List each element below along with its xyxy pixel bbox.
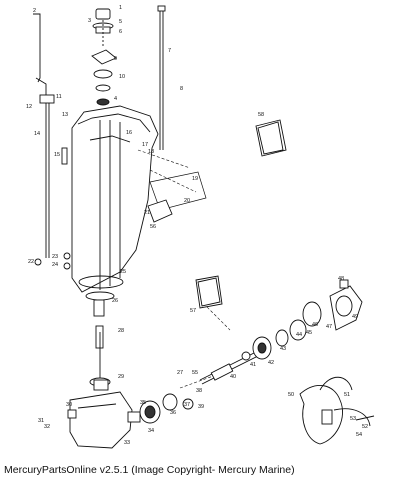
part-callout-39: 39 bbox=[198, 404, 204, 410]
part-callout-17: 17 bbox=[142, 142, 148, 148]
lower-gearcase[interactable] bbox=[67, 391, 133, 449]
part-callout-26: 26 bbox=[112, 298, 118, 304]
fasteners-left[interactable] bbox=[34, 147, 71, 270]
part-callout-5: 5 bbox=[119, 19, 122, 25]
reference-lines bbox=[137, 149, 231, 389]
part-callout-37: 37 bbox=[184, 402, 190, 408]
part-callout-36: 36 bbox=[170, 410, 176, 416]
part-callout-51: 51 bbox=[344, 392, 350, 398]
image-caption: MercuryPartsOnline v2.5.1 (Image Copyrig… bbox=[4, 464, 295, 476]
part-callout-41: 41 bbox=[250, 362, 256, 368]
part-callout-3: 3 bbox=[88, 18, 91, 24]
part-callout-2: 2 bbox=[33, 8, 36, 14]
part-callout-24: 24 bbox=[52, 262, 58, 268]
part-callout-28: 28 bbox=[118, 328, 124, 334]
part-callout-18: 18 bbox=[148, 149, 154, 155]
drive-shaft[interactable] bbox=[157, 5, 166, 150]
part-callout-25: 25 bbox=[120, 269, 126, 275]
part-callout-32: 32 bbox=[44, 424, 50, 430]
panel-19[interactable] bbox=[149, 171, 207, 211]
shift-rod[interactable] bbox=[33, 13, 55, 258]
callout-labels: 1 2 3 4 5 6 7 8 9 10 11 12 13 14 15 16 1… bbox=[26, 5, 368, 446]
part-callout-48: 48 bbox=[338, 276, 344, 282]
part-callout-15: 15 bbox=[54, 152, 60, 158]
bearing-carrier-assembly[interactable] bbox=[252, 279, 363, 360]
part-callout-49: 49 bbox=[352, 314, 358, 320]
part-callout-19: 19 bbox=[192, 176, 198, 182]
part-callout-10: 10 bbox=[119, 74, 125, 80]
bearing-stack[interactable] bbox=[85, 291, 115, 391]
part-callout-8: 8 bbox=[180, 86, 183, 92]
part-callout-53: 53 bbox=[350, 416, 356, 422]
part-callout-6: 6 bbox=[119, 29, 122, 35]
part-callout-33: 33 bbox=[124, 440, 130, 446]
parts-box-57[interactable] bbox=[195, 275, 223, 309]
part-callout-1: 1 bbox=[119, 5, 122, 11]
part-callout-45: 45 bbox=[306, 330, 312, 336]
anode-56[interactable] bbox=[147, 199, 173, 223]
part-callout-14: 14 bbox=[34, 131, 40, 137]
propeller[interactable] bbox=[299, 376, 375, 445]
part-callout-4: 4 bbox=[114, 96, 117, 102]
part-callout-34: 34 bbox=[148, 428, 154, 434]
part-callout-23: 23 bbox=[52, 254, 58, 260]
part-callout-54: 54 bbox=[356, 432, 362, 438]
part-callout-57: 57 bbox=[190, 308, 196, 314]
part-callout-16: 16 bbox=[126, 130, 132, 136]
part-callout-22: 22 bbox=[28, 259, 34, 265]
part-callout-11: 11 bbox=[56, 94, 62, 100]
part-callout-38: 38 bbox=[196, 388, 202, 394]
part-callout-43: 43 bbox=[280, 346, 286, 352]
part-callout-44: 44 bbox=[296, 332, 302, 338]
part-callout-50: 50 bbox=[288, 392, 294, 398]
part-callout-29: 29 bbox=[118, 374, 124, 380]
part-callout-13: 13 bbox=[62, 112, 68, 118]
part-callout-40: 40 bbox=[230, 374, 236, 380]
part-callout-46: 46 bbox=[312, 322, 318, 328]
part-callout-42: 42 bbox=[268, 360, 274, 366]
part-callout-7: 7 bbox=[168, 48, 171, 54]
part-callout-30: 30 bbox=[66, 402, 72, 408]
part-callout-58: 58 bbox=[258, 112, 264, 118]
exploded-parts-diagram: 1 2 3 4 5 6 7 8 9 10 11 12 13 14 15 16 1… bbox=[26, 5, 375, 449]
part-callout-21: 21 bbox=[144, 210, 150, 216]
part-callout-12: 12 bbox=[26, 104, 32, 110]
part-callout-56: 56 bbox=[150, 224, 156, 230]
part-callout-27: 27 bbox=[177, 370, 183, 376]
part-callout-52: 52 bbox=[362, 424, 368, 430]
forward-gear-set[interactable] bbox=[127, 393, 194, 424]
part-callout-35: 35 bbox=[140, 400, 146, 406]
part-callout-47: 47 bbox=[326, 324, 332, 330]
parts-box-58[interactable] bbox=[255, 119, 287, 157]
part-callout-55: 55 bbox=[192, 370, 198, 376]
part-callout-9: 9 bbox=[114, 56, 117, 62]
part-callout-20: 20 bbox=[184, 198, 190, 204]
propeller-shaft[interactable] bbox=[199, 351, 259, 385]
part-callout-31: 31 bbox=[38, 418, 44, 424]
gear-housing[interactable] bbox=[71, 105, 159, 293]
water-pump-assembly[interactable] bbox=[91, 8, 117, 106]
